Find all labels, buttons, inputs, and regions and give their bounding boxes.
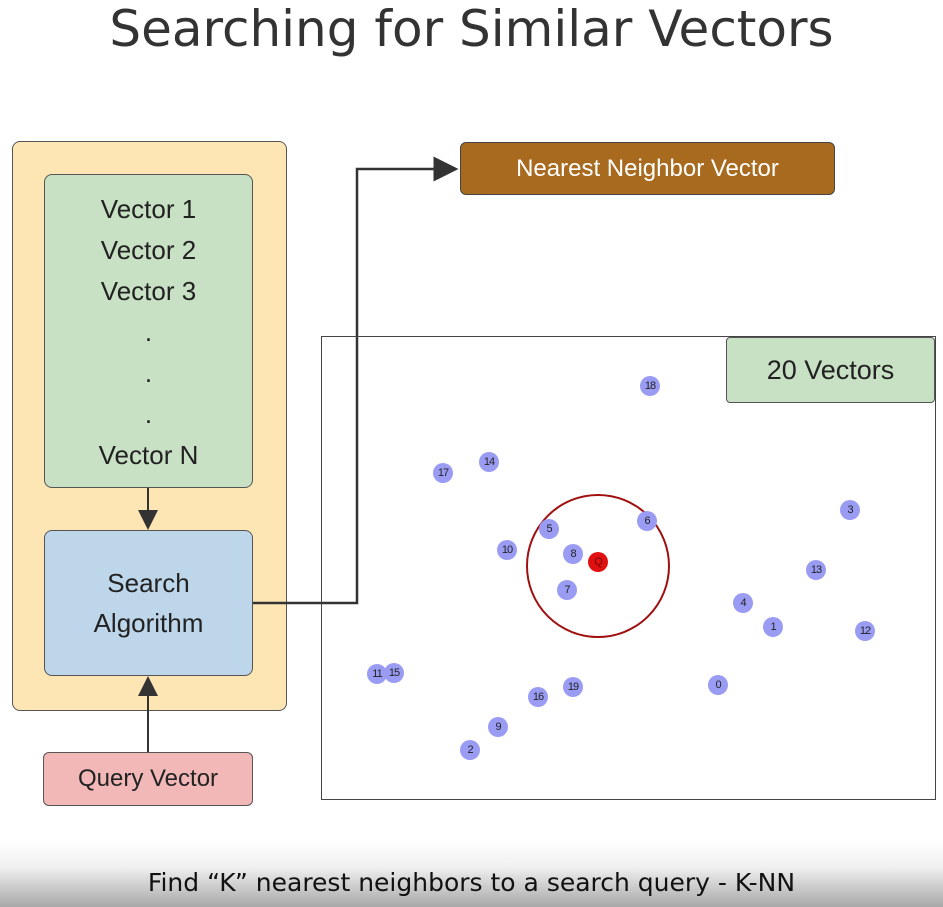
caption: Find “K” nearest neighbors to a search q… xyxy=(147,868,796,897)
vector-point: 13 xyxy=(806,560,826,580)
vector-count-label: 20 Vectors xyxy=(726,337,935,403)
vector-point: 17 xyxy=(433,463,453,483)
vector-point: 15 xyxy=(384,663,404,683)
search-radius-circle xyxy=(526,494,670,638)
vector-point: 12 xyxy=(855,621,875,641)
ellipsis-dot: . xyxy=(144,317,153,347)
vector-point: 11 xyxy=(367,664,387,684)
vector-point: 1 xyxy=(763,617,783,637)
vector-point: 3 xyxy=(840,500,860,520)
vector-item: Vector 3 xyxy=(100,276,197,306)
vector-point: 9 xyxy=(488,717,508,737)
vector-point: 8 xyxy=(563,544,583,564)
vector-point: 6 xyxy=(637,511,657,531)
algorithm-label-2: Algorithm xyxy=(93,608,204,638)
vector-point: 19 xyxy=(563,677,583,697)
vector-point: 4 xyxy=(733,593,753,613)
caption-bar xyxy=(0,840,943,907)
ellipsis-dot: . xyxy=(144,399,153,429)
algo-to-result-arrow xyxy=(253,156,459,605)
page-title: Searching for Similar Vectors xyxy=(109,0,834,58)
vector-item: Vector N xyxy=(98,440,199,470)
vector-space-plot xyxy=(321,336,936,800)
nearest-neighbor-box: Nearest Neighbor Vector xyxy=(460,142,835,195)
vector-point: 5 xyxy=(539,519,559,539)
ellipsis-dot: . xyxy=(144,358,153,388)
vector-point: 16 xyxy=(528,687,548,707)
query-vector-box: Query Vector xyxy=(43,752,253,806)
vector-item: Vector 1 xyxy=(100,194,197,224)
vector-point: 10 xyxy=(497,540,517,560)
vector-point: 2 xyxy=(460,740,480,760)
vector-item: Vector 2 xyxy=(100,235,197,265)
vector-point: 7 xyxy=(557,580,577,600)
vector-point: 0 xyxy=(708,675,728,695)
algorithm-label-1: Search xyxy=(107,568,190,598)
vector-database: Vector 1 Vector 2 Vector 3 . . . Vector … xyxy=(44,174,253,488)
vector-point: 14 xyxy=(479,452,499,472)
query-point: Q xyxy=(588,552,608,572)
vector-point: 18 xyxy=(640,376,660,396)
search-algorithm-box: Search Algorithm xyxy=(44,530,253,676)
